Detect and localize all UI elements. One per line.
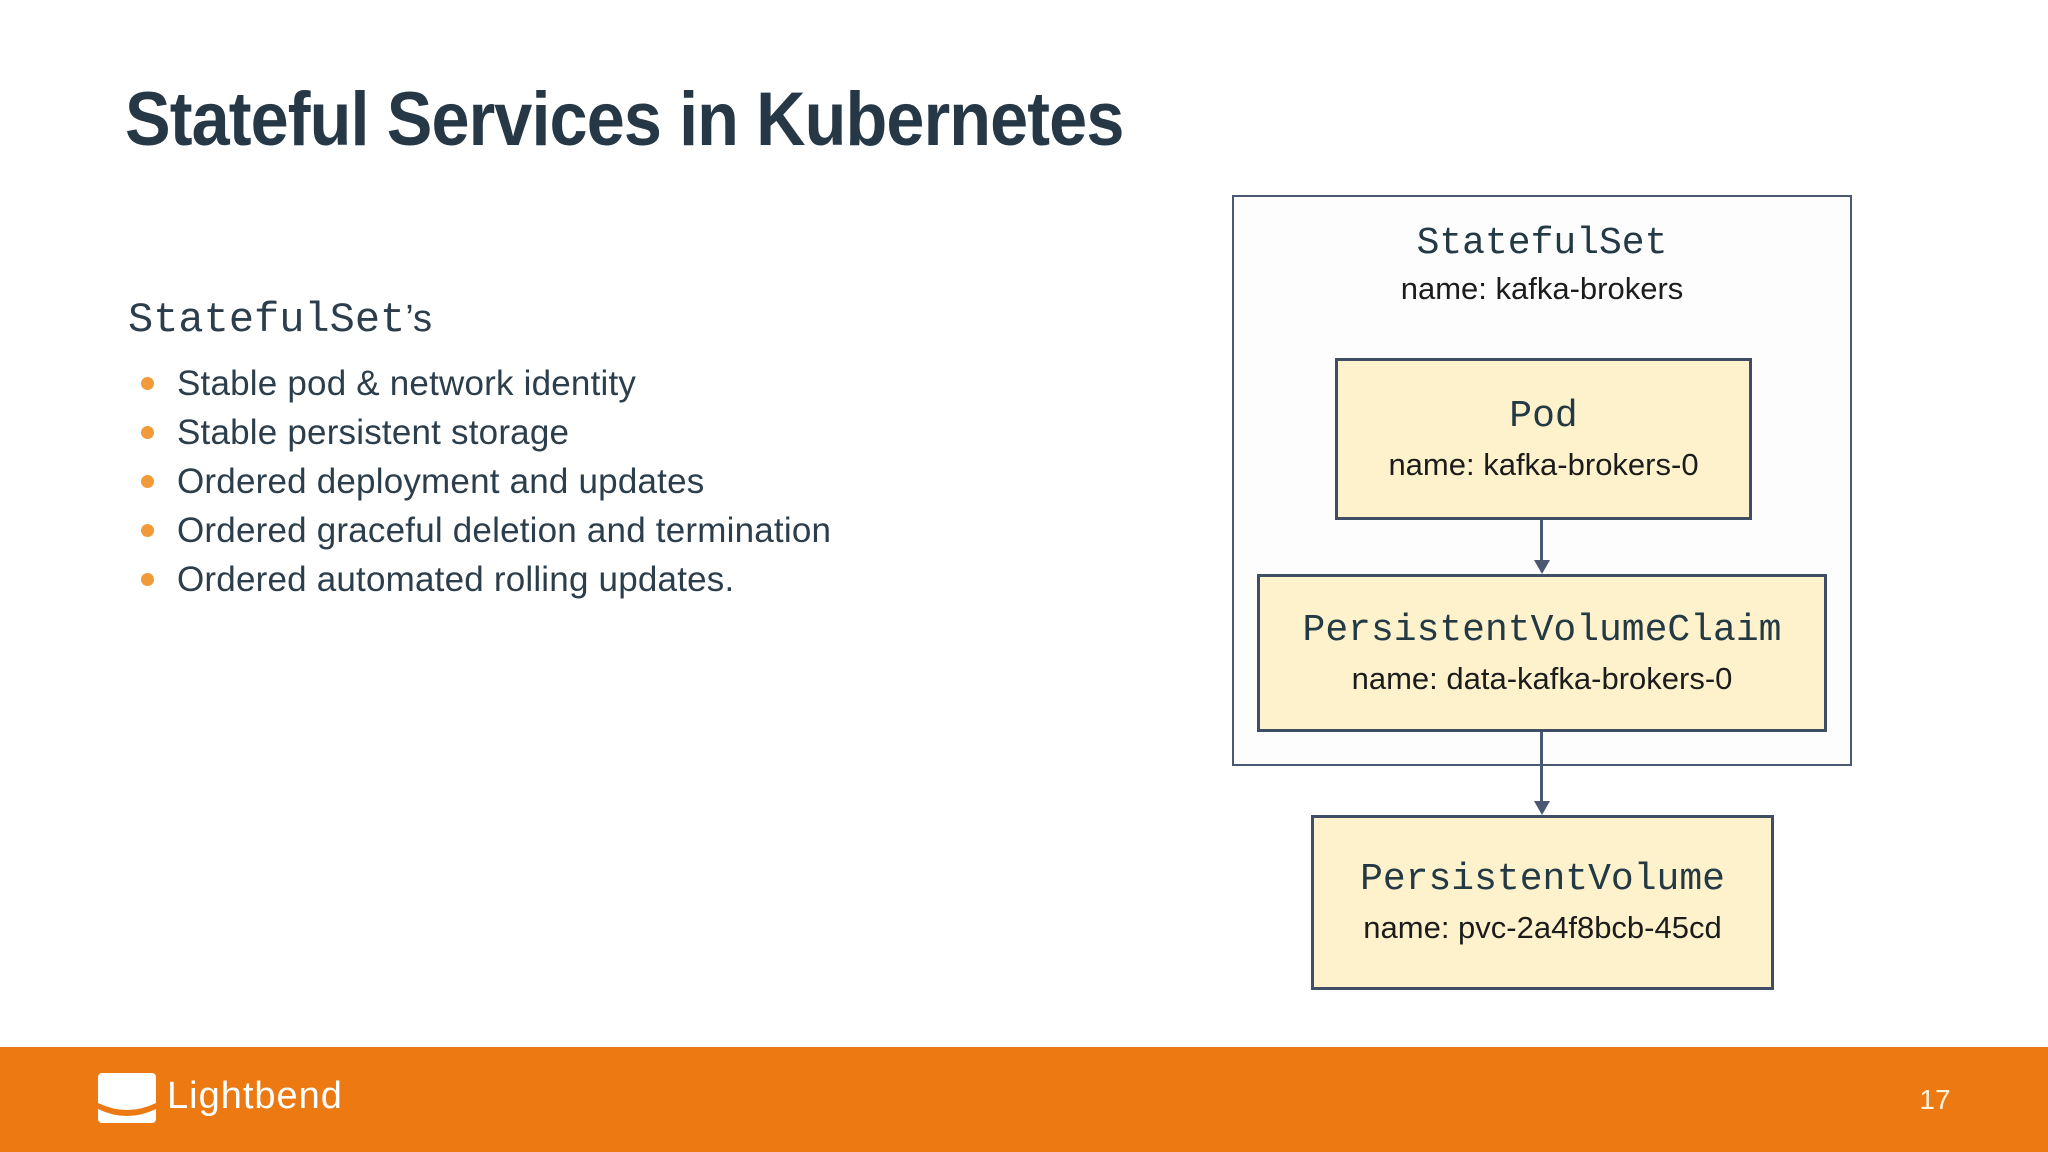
page-title: Stateful Services in Kubernetes bbox=[125, 77, 1124, 162]
pv-name-label: name: pvc-2a4f8bcb-45cd bbox=[1363, 910, 1722, 946]
statefulset-type-label: StatefulSet bbox=[1416, 222, 1668, 265]
pod-name-label: name: kafka-brokers-0 bbox=[1388, 446, 1699, 482]
pvc-to-pv-arrow bbox=[1540, 732, 1543, 802]
statefulset-heading: StatefulSet’s bbox=[128, 296, 432, 344]
pvc-name-label: name: data-kafka-brokers-0 bbox=[1351, 660, 1733, 696]
pvc-to-pv-arrowhead-icon bbox=[1534, 801, 1550, 815]
statefulset-heading-mono: StatefulSet bbox=[128, 296, 406, 344]
list-item: Ordered automated rolling updates. bbox=[141, 555, 831, 604]
page-number: 17 bbox=[1919, 1084, 1951, 1115]
feature-bullet-list: Stable pod & network identity Stable per… bbox=[141, 359, 831, 604]
list-item: Stable pod & network identity bbox=[141, 359, 831, 408]
list-item: Ordered deployment and updates bbox=[141, 457, 831, 506]
pvc-type-label: PersistentVolumeClaim bbox=[1302, 608, 1782, 652]
statefulset-name-label: name: kafka-brokers bbox=[1400, 270, 1684, 306]
pod-to-pvc-arrow bbox=[1540, 520, 1543, 562]
footer-bar bbox=[0, 1047, 2048, 1152]
pod-type-label: Pod bbox=[1509, 394, 1578, 438]
brand-name: Lightbend bbox=[167, 1075, 343, 1117]
persistentvolumeclaim-node: PersistentVolumeClaim name: data-kafka-b… bbox=[1257, 574, 1827, 732]
persistentvolume-node: PersistentVolume name: pvc-2a4f8bcb-45cd bbox=[1311, 815, 1774, 990]
pod-to-pvc-arrowhead-icon bbox=[1534, 560, 1550, 574]
list-item: Ordered graceful deletion and terminatio… bbox=[141, 506, 831, 555]
list-item: Stable persistent storage bbox=[141, 408, 831, 457]
pv-type-label: PersistentVolume bbox=[1360, 858, 1725, 902]
statefulset-header: StatefulSet name: kafka-brokers bbox=[1234, 223, 1850, 306]
pod-node: Pod name: kafka-brokers-0 bbox=[1335, 358, 1752, 520]
statefulset-heading-suffix: ’s bbox=[405, 298, 433, 340]
lightbend-lens-icon bbox=[98, 1073, 156, 1123]
